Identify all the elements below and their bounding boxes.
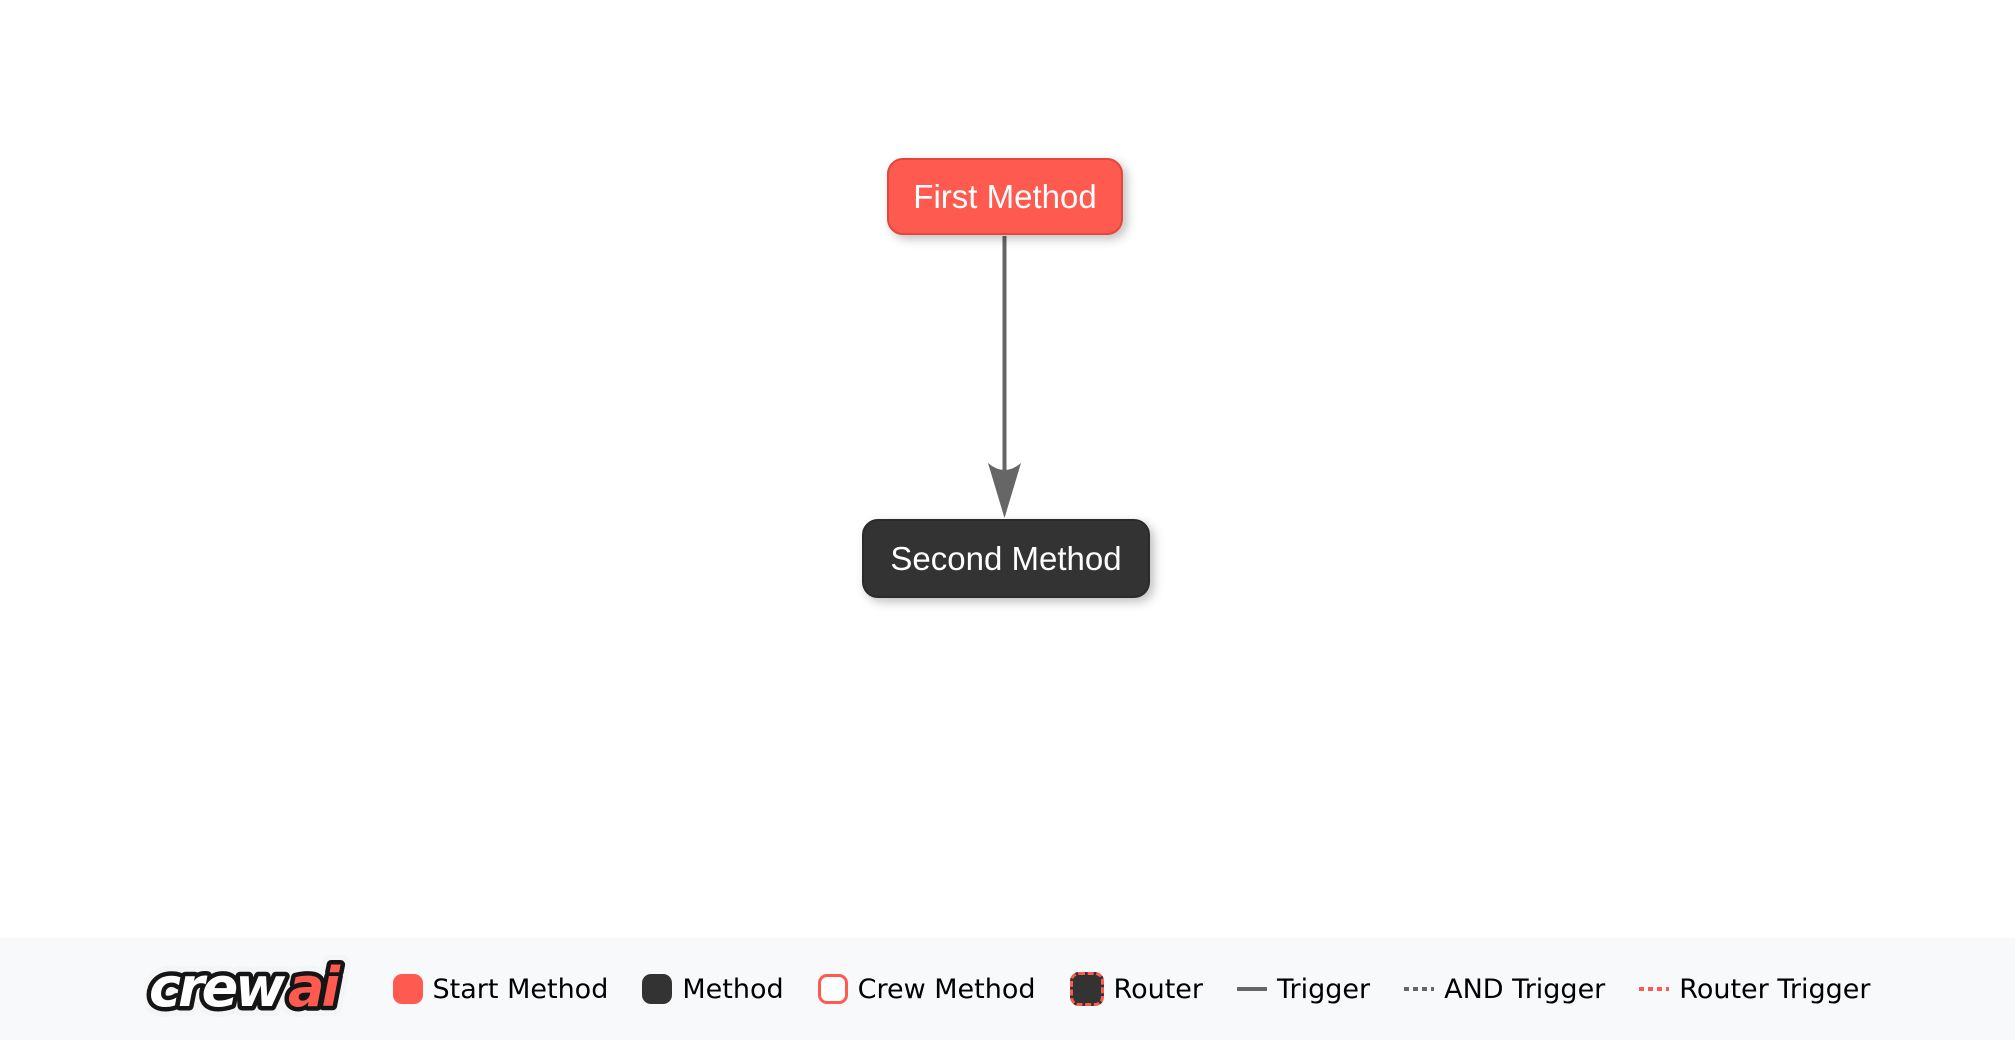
method-swatch-icon (642, 974, 673, 1004)
legend-item-router-trigger: Router Trigger (1639, 974, 1870, 1005)
legend-label: Method (682, 973, 784, 1005)
flow-canvas[interactable]: First Method Second Method (0, 0, 2015, 938)
edge-layer (988, 236, 1021, 518)
crewai-logo: crew ai crew ai (145, 955, 354, 1023)
router-swatch-icon (1069, 972, 1104, 1006)
crew-method-swatch-icon (817, 974, 848, 1004)
logo-text-ai: ai (288, 956, 341, 1019)
flow-node-second-method[interactable]: Second Method (862, 519, 1150, 598)
arrowhead-icon (988, 463, 1021, 518)
logo-halo-crew: crew (149, 956, 286, 1019)
legend-label: Trigger (1277, 973, 1371, 1005)
and-trigger-line-icon (1404, 987, 1435, 991)
legend-item-start-method: Start Method (392, 973, 609, 1005)
legend-item-method: Method (642, 973, 784, 1005)
legend-item-crew-method: Crew Method (817, 973, 1036, 1005)
node-label: Second Method (890, 539, 1122, 577)
legend-label: Start Method (432, 973, 609, 1005)
legend-item-and-trigger: AND Trigger (1404, 974, 1605, 1005)
trigger-line-icon (1237, 987, 1267, 991)
start-method-swatch-icon (392, 974, 423, 1004)
legend-item-router: Router (1069, 972, 1203, 1006)
legend-label: Router Trigger (1679, 973, 1871, 1005)
router-trigger-line-icon (1639, 987, 1670, 991)
legend-label: AND Trigger (1444, 973, 1606, 1005)
flow-node-first-method[interactable]: First Method (887, 158, 1123, 235)
legend-label: Crew Method (857, 973, 1036, 1005)
node-label: First Method (913, 177, 1097, 215)
logo-text-crew: crew (149, 956, 286, 1019)
legend-item-trigger: Trigger (1237, 974, 1370, 1005)
trigger-edge (988, 236, 1021, 518)
legend-label: Router (1113, 973, 1203, 1005)
legend-bar: crew ai crew ai Start Method Method Crew… (0, 938, 2015, 1040)
